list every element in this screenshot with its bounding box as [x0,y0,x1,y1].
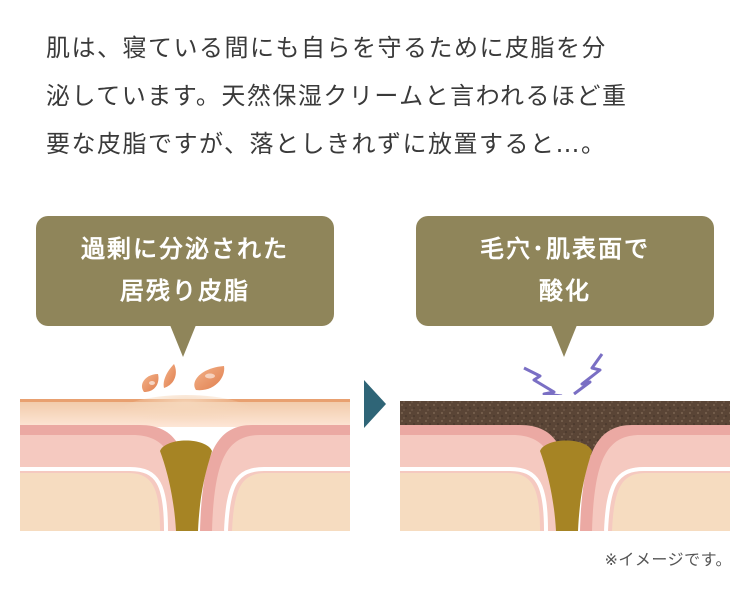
intro-paragraph: 肌は、寝ている間にも自らを守るために皮脂を分 泌しています。天然保湿クリームと言… [46,24,716,168]
right-caption-line2: 酸化 [539,277,591,305]
right-caption-bubble: 毛穴･肌表面で 酸化 [416,216,714,326]
play-triangle-icon [364,380,386,428]
intro-line: 要な皮脂ですが、落としきれずに放置すると…。 [46,130,607,158]
left-caption-bubble: 過剰に分泌された 居残り皮脂 [36,216,334,326]
left-caption-line1: 過剰に分泌された [81,235,289,263]
right-caption-line1: 毛穴･肌表面で [480,235,650,263]
right-bubble-tail [551,325,577,357]
skin-illustration-left [20,395,350,531]
lightning-icon [523,353,604,398]
image-disclaimer-note: ※イメージです。 [604,550,732,569]
intro-line: 泌しています。天然保湿クリームと言われるほど重 [46,82,628,110]
left-bubble-tail [170,325,196,357]
left-caption-line2: 居残り皮脂 [120,277,250,305]
intro-line: 肌は、寝ている間にも自らを守るために皮脂を分 [46,34,607,62]
skin-illustration-right [400,395,730,531]
sebum-droplet-icon [141,364,225,392]
